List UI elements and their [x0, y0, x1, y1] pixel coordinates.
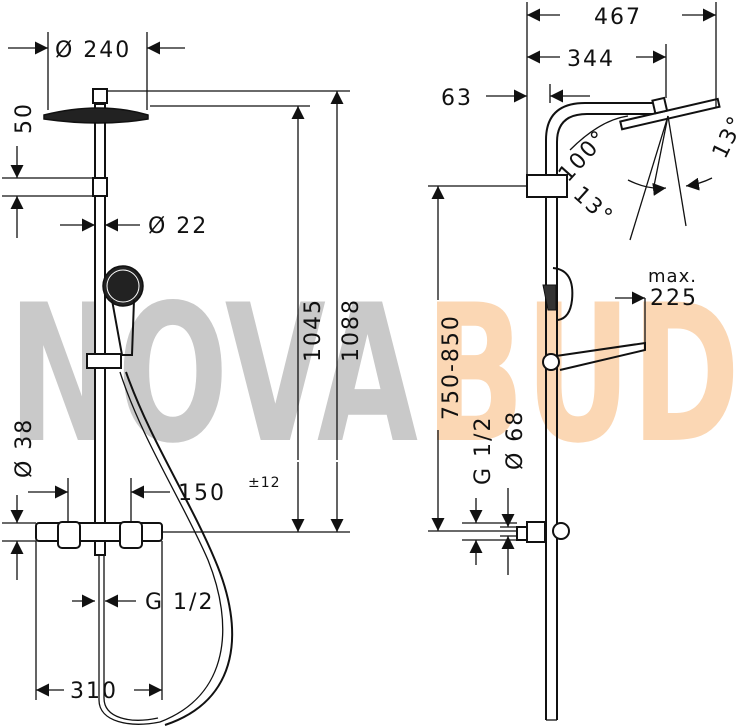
dim-height-1088: 1088: [339, 298, 364, 362]
shower-hose-inner: [119, 371, 224, 723]
shower-hose-outer: [125, 371, 234, 726]
side-hand-shower: [552, 267, 574, 321]
side-shower-head: [619, 96, 721, 131]
dim-spacing-tolerance: ±12: [248, 475, 281, 491]
hand-shower-face: [106, 269, 140, 303]
watermark: NOVA BUD: [8, 264, 740, 485]
thermostat-body: [35, 522, 163, 542]
overhead-shower-head: [43, 107, 149, 124]
riser-pipe: [94, 103, 106, 533]
dim-height-range: 750-850: [439, 314, 464, 420]
front-view: Ø 240 50 Ø 22 1045 1088 Ø 38 150 ±12: [2, 32, 364, 726]
thermostat-knob-left: [57, 521, 81, 549]
head-connector: [92, 88, 108, 104]
dim-offset: 63: [441, 86, 473, 111]
side-valve-block: [526, 521, 546, 543]
side-slider: [542, 353, 560, 371]
pipe-coupling: [92, 177, 108, 197]
dim-tilt-b: 13°: [708, 111, 750, 162]
watermark-text-bud: BUD: [425, 264, 740, 485]
thermostat-knob-right: [119, 521, 143, 549]
dim-max-label: max.: [648, 266, 697, 287]
side-riser-outer: [545, 102, 662, 720]
dim-reach-arm: 344: [567, 47, 615, 72]
hand-shower-handle: [111, 299, 135, 356]
side-riser-inner: [556, 113, 662, 720]
dim-head-diameter: Ø 240: [55, 38, 131, 63]
dim-thread-left: G 1/2: [145, 590, 214, 615]
thermostat-outlet: [94, 540, 106, 556]
dim-thread-right: G 1/2: [471, 416, 496, 485]
hand-shower-head: [102, 265, 144, 307]
dim-reach-total: 467: [594, 5, 642, 30]
dim-tilt-range: 100°: [554, 125, 613, 187]
dim-spacing: 150: [178, 481, 226, 506]
watermark-text-nova: NOVA: [8, 264, 418, 485]
hose-lower-inner: [98, 555, 161, 725]
slider-holder: [86, 353, 122, 369]
side-valve-knob: [552, 522, 570, 540]
hose-lower-outer: [103, 555, 159, 721]
side-hand-shower-grip: [542, 284, 557, 311]
dim-outlet-diameter: Ø 68: [503, 410, 528, 470]
dim-head-height: 50: [12, 102, 37, 134]
dim-max-value: 225: [650, 286, 698, 311]
dim-connection-diameter: Ø 38: [12, 418, 37, 478]
dim-width: 310: [70, 679, 118, 704]
wall-bracket: [526, 174, 568, 198]
dim-tilt-a: 13°: [568, 182, 618, 231]
dim-pipe-diameter: Ø 22: [148, 214, 208, 239]
dim-height-1045: 1045: [301, 298, 326, 362]
